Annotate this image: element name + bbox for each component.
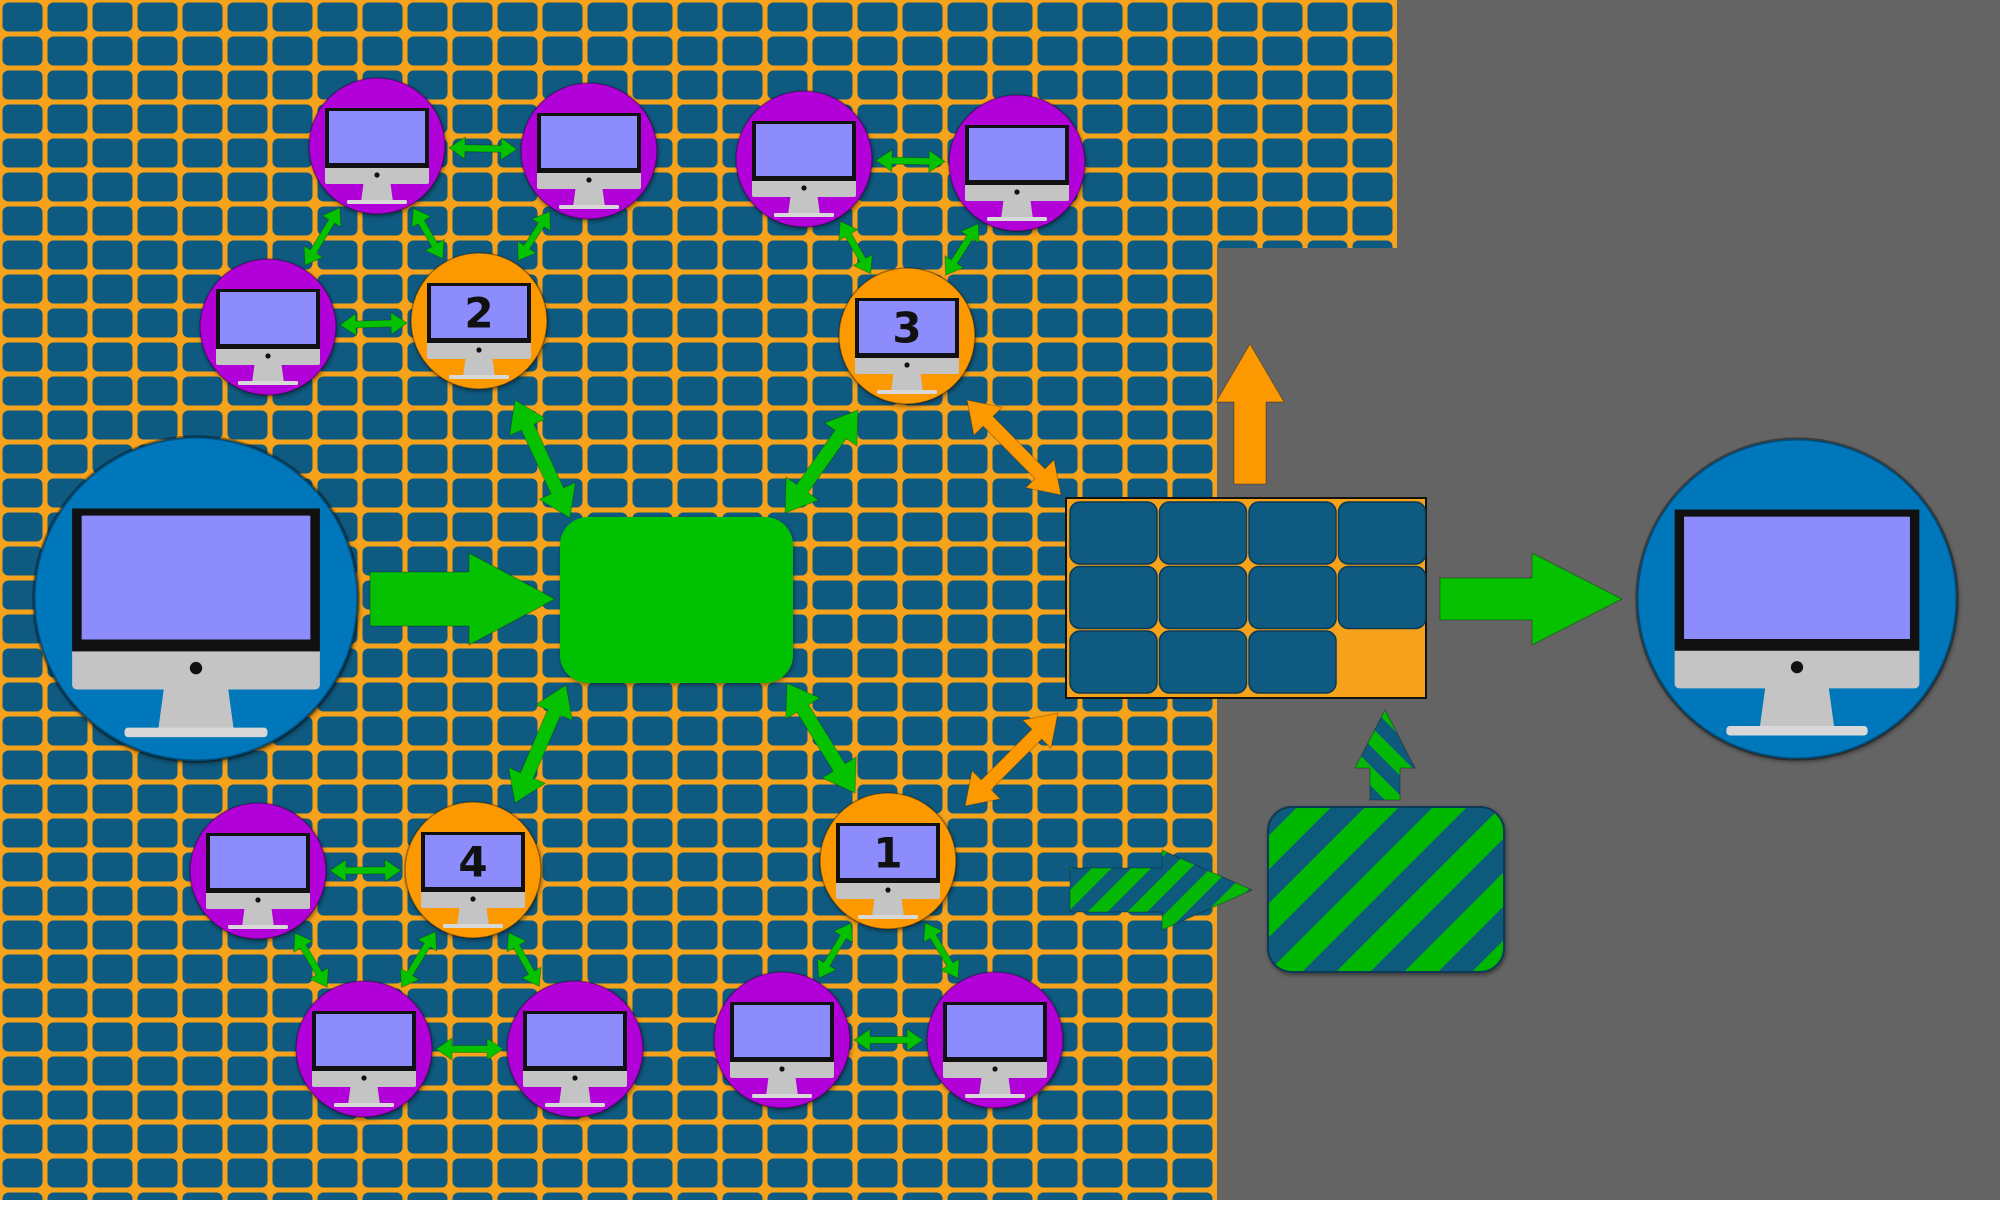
striped-queue-block bbox=[1267, 806, 1505, 973]
striped-in-arrow bbox=[1069, 849, 1254, 931]
desktop-monitor-icon: 2 bbox=[427, 283, 531, 379]
hub-computer-4: 4 bbox=[404, 801, 542, 939]
client-computer-1-1 bbox=[713, 971, 851, 1109]
cluster-link-arrow bbox=[448, 136, 518, 161]
cluster-link-arrow bbox=[293, 932, 329, 988]
cluster-link-arrow bbox=[339, 311, 408, 337]
destination-computer bbox=[1635, 437, 1959, 761]
hub-number-label: 3 bbox=[892, 304, 921, 353]
buffer-slot bbox=[1248, 501, 1337, 565]
desktop-monitor-icon bbox=[965, 125, 1069, 221]
desktop-monitor-icon: 3 bbox=[855, 298, 959, 394]
cluster-link-arrow bbox=[838, 220, 873, 275]
client-computer-3-1 bbox=[735, 90, 873, 228]
desktop-monitor-icon bbox=[752, 121, 856, 217]
client-computer-2-1 bbox=[308, 77, 446, 215]
client-computer-3-2 bbox=[948, 94, 1086, 232]
cluster-link-arrow bbox=[411, 207, 445, 260]
striped-up-arrow bbox=[1354, 708, 1416, 801]
buffer-slot bbox=[1069, 630, 1158, 694]
input-arrow bbox=[369, 552, 557, 646]
cluster-link-arrow bbox=[875, 148, 946, 174]
buffer-grid bbox=[1065, 497, 1427, 699]
hub-3-buffer-link bbox=[966, 399, 1062, 496]
desktop-monitor-icon: 1 bbox=[836, 823, 940, 919]
hub-number-label: 4 bbox=[458, 838, 487, 887]
output-arrow bbox=[1439, 552, 1624, 646]
hub-computer-1: 1 bbox=[819, 792, 957, 930]
desktop-monitor-icon bbox=[523, 1011, 627, 1107]
cluster-link-arrow bbox=[923, 922, 960, 979]
cluster-link-arrow bbox=[506, 931, 542, 988]
connection-layer bbox=[293, 136, 1624, 1061]
buffer-slot bbox=[1248, 630, 1337, 694]
upward-arrow bbox=[1215, 343, 1285, 485]
cluster-link-arrow bbox=[399, 930, 438, 989]
cluster-link-arrow bbox=[435, 1037, 504, 1061]
desktop-monitor-icon bbox=[1674, 509, 1920, 736]
buffer-slot bbox=[1158, 565, 1248, 630]
hub-3-core-link bbox=[784, 409, 859, 514]
desktop-monitor-icon bbox=[537, 113, 641, 209]
client-computer-4-3 bbox=[506, 980, 644, 1118]
hub-number-label: 2 bbox=[464, 289, 493, 338]
cluster-link-arrow bbox=[944, 223, 980, 276]
buffer-slot bbox=[1069, 565, 1158, 630]
cluster-link-arrow bbox=[517, 210, 551, 262]
cluster-link-arrow bbox=[303, 206, 342, 267]
tile-floor-extension bbox=[1217, 0, 1397, 248]
hub-2-core-link bbox=[508, 399, 577, 519]
node-layer: 1 2 3 4 bbox=[32, 77, 1959, 1118]
buffer-slot bbox=[1158, 501, 1248, 565]
hub-computer-3: 3 bbox=[838, 267, 976, 405]
desktop-monitor-icon bbox=[216, 289, 320, 385]
client-computer-4-2 bbox=[295, 980, 433, 1118]
buffer-slot bbox=[1337, 501, 1427, 565]
client-computer-2-2 bbox=[520, 82, 658, 220]
cluster-link-arrow bbox=[853, 1028, 924, 1052]
source-computer bbox=[32, 435, 360, 763]
hub-1-buffer-link bbox=[964, 712, 1059, 807]
hub-computer-2: 2 bbox=[410, 252, 548, 390]
client-computer-1-2 bbox=[926, 971, 1064, 1109]
desktop-monitor-icon bbox=[730, 1002, 834, 1098]
cluster-link-arrow bbox=[329, 858, 402, 883]
buffer-slot bbox=[1158, 630, 1248, 694]
client-computer-4-1 bbox=[189, 802, 327, 940]
desktop-monitor-icon: 4 bbox=[421, 832, 525, 928]
hub-4-core-link bbox=[507, 684, 574, 804]
buffer-slot bbox=[1248, 565, 1337, 630]
hub-number-label: 1 bbox=[873, 829, 902, 878]
core-block bbox=[560, 517, 793, 683]
hub-1-core-link bbox=[785, 682, 857, 794]
cluster-link-arrow bbox=[816, 922, 854, 979]
buffer-slot bbox=[1337, 565, 1427, 630]
client-computer-2-3 bbox=[199, 258, 337, 396]
desktop-monitor-icon bbox=[943, 1002, 1047, 1098]
desktop-monitor-icon bbox=[312, 1011, 416, 1107]
buffer-slot bbox=[1069, 501, 1158, 565]
desktop-monitor-icon bbox=[325, 108, 429, 204]
desktop-monitor-icon bbox=[72, 508, 320, 738]
desktop-monitor-icon bbox=[206, 833, 310, 929]
